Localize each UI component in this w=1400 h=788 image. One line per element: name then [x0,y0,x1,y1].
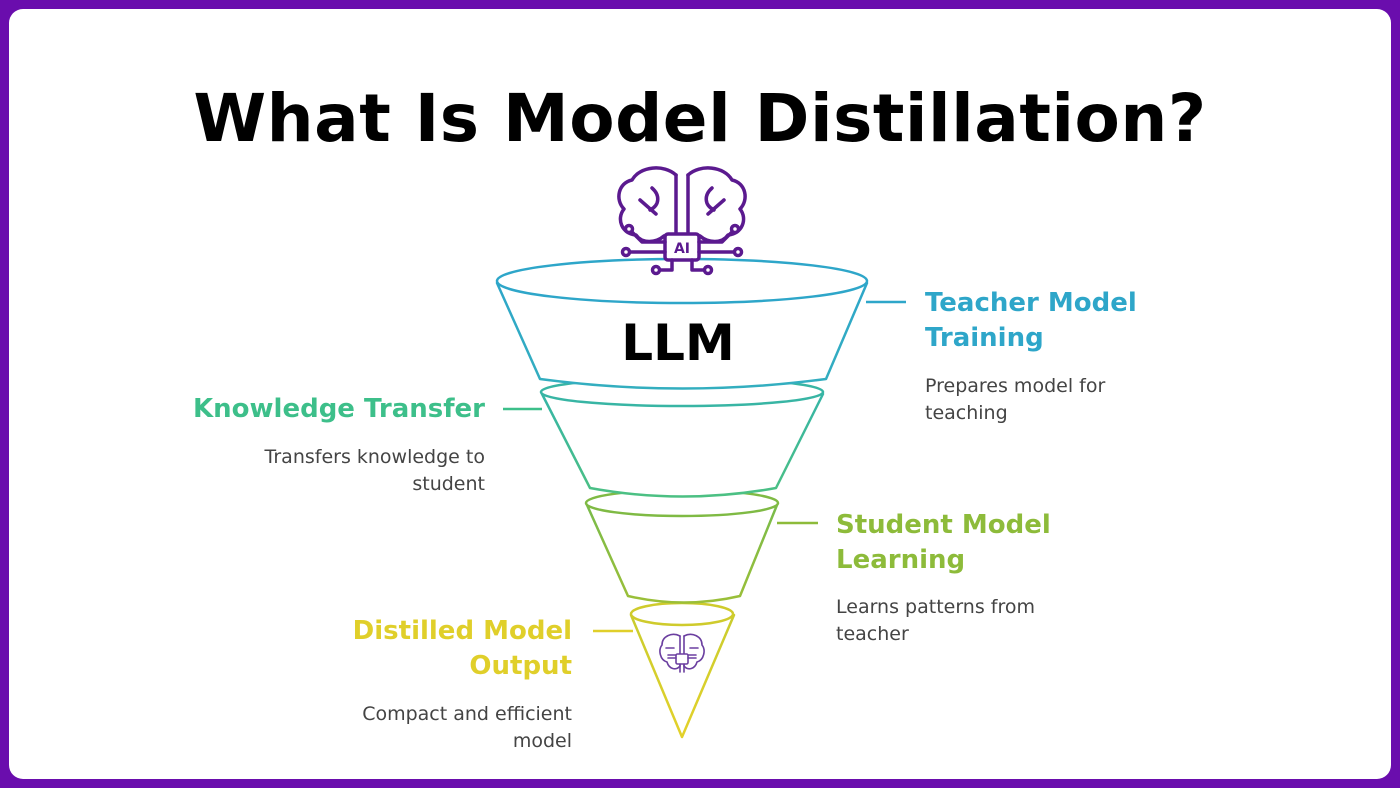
stage-title-student-line2: Learning [836,545,966,575]
funnel-segment-distilled [629,601,736,739]
stage-title-transfer: Knowledge Transfer [150,392,485,427]
stage-title-distilled: Distilled Model Output [250,614,572,684]
brain-ai-chip-icon: AI [617,166,747,276]
stage-desc-distilled-line2: model [512,730,572,752]
svg-text:AI: AI [674,241,690,257]
stage-desc-student: Learns patterns from teacher [836,594,1035,648]
stage-title-distilled-line1: Distilled Model [352,616,572,646]
stage-desc-teacher-line2: teaching [925,402,1008,424]
stage-desc-student-line1: Learns patterns from [836,596,1036,618]
stage-title-student: Student Model Learning [836,508,1051,578]
stage-desc-distilled: Compact and efficient model [250,701,572,755]
small-brain-chip-icon [659,633,705,673]
stage-title-teacher-line2: Training [925,323,1044,353]
stage-desc-distilled-line1: Compact and efficient [362,703,572,725]
stage-title-distilled-line2: Output [469,651,572,681]
stage-desc-teacher-line1: Prepares model for [925,375,1106,397]
stage-desc-transfer-line1: Transfers knowledge to [264,446,485,468]
stage-desc-transfer: Transfers knowledge to student [150,444,485,498]
funnel-segment-teacher [495,257,869,390]
stage-desc-student-line2: teacher [836,623,909,645]
stage-desc-transfer-line2: student [412,473,485,495]
stage-title-transfer-line1: Knowledge Transfer [193,394,485,424]
stage-title-teacher: Teacher Model Training [925,286,1137,356]
funnel-segment-student [584,488,780,604]
page-title: What Is Model Distillation? [193,80,1207,157]
stage-desc-teacher: Prepares model for teaching [925,373,1105,427]
funnel-segment-transfer [539,376,825,498]
stage-title-teacher-line1: Teacher Model [925,288,1137,318]
stage-title-student-line1: Student Model [836,510,1051,540]
llm-label: LLM [621,314,735,372]
